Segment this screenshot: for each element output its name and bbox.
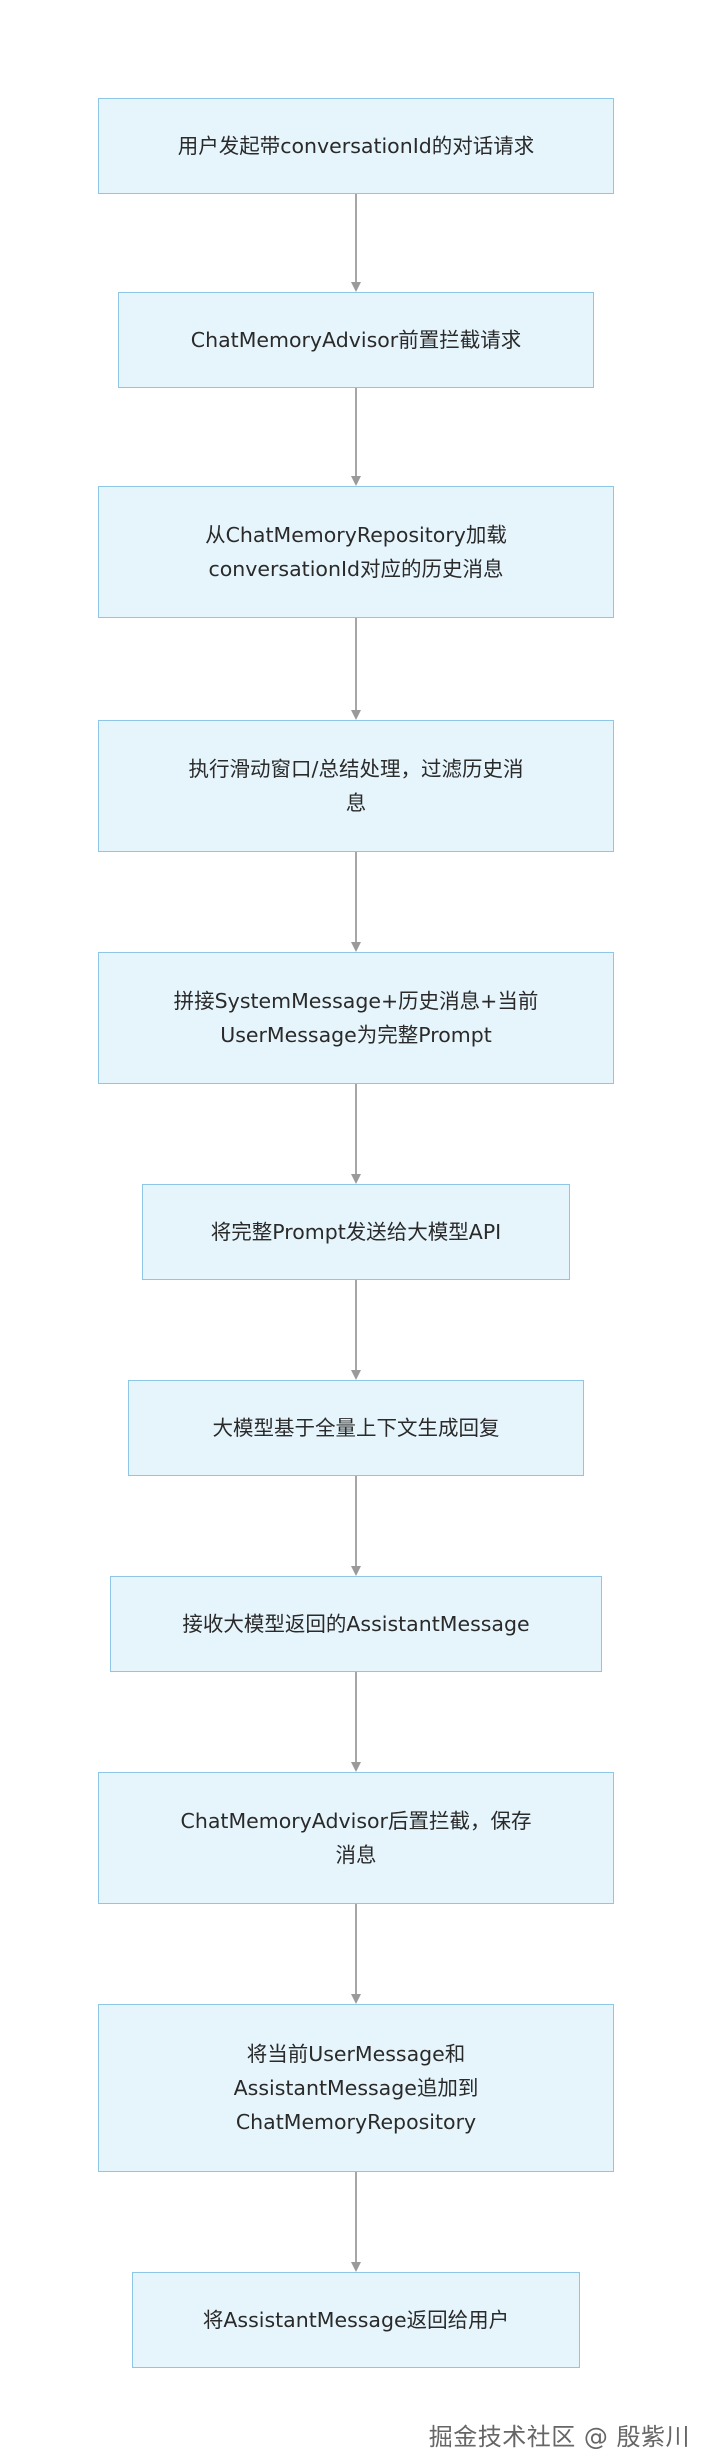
flow-node-4: 执行滑动窗口/总结处理，过滤历史消 息 (98, 720, 614, 852)
flow-node-7: 大模型基于全量上下文生成回复 (128, 1380, 584, 1476)
flow-node-9: ChatMemoryAdvisor后置拦截，保存 消息 (98, 1772, 614, 1904)
flow-node-6: 将完整Prompt发送给大模型API (142, 1184, 570, 1280)
flow-node-2: ChatMemoryAdvisor前置拦截请求 (118, 292, 594, 388)
flow-node-11: 将AssistantMessage返回给用户 (132, 2272, 580, 2368)
flow-node-5: 拼接SystemMessage+历史消息+当前 UserMessage为完整Pr… (98, 952, 614, 1084)
flow-node-3: 从ChatMemoryRepository加载 conversationId对应… (98, 486, 614, 618)
flow-node-8: 接收大模型返回的AssistantMessage (110, 1576, 602, 1672)
flow-node-1: 用户发起带conversationId的对话请求 (98, 98, 614, 194)
watermark: 掘金技术社区 @ 殷紫川 (428, 2423, 690, 2451)
flow-node-10: 将当前UserMessage和 AssistantMessage追加到 Chat… (98, 2004, 614, 2172)
